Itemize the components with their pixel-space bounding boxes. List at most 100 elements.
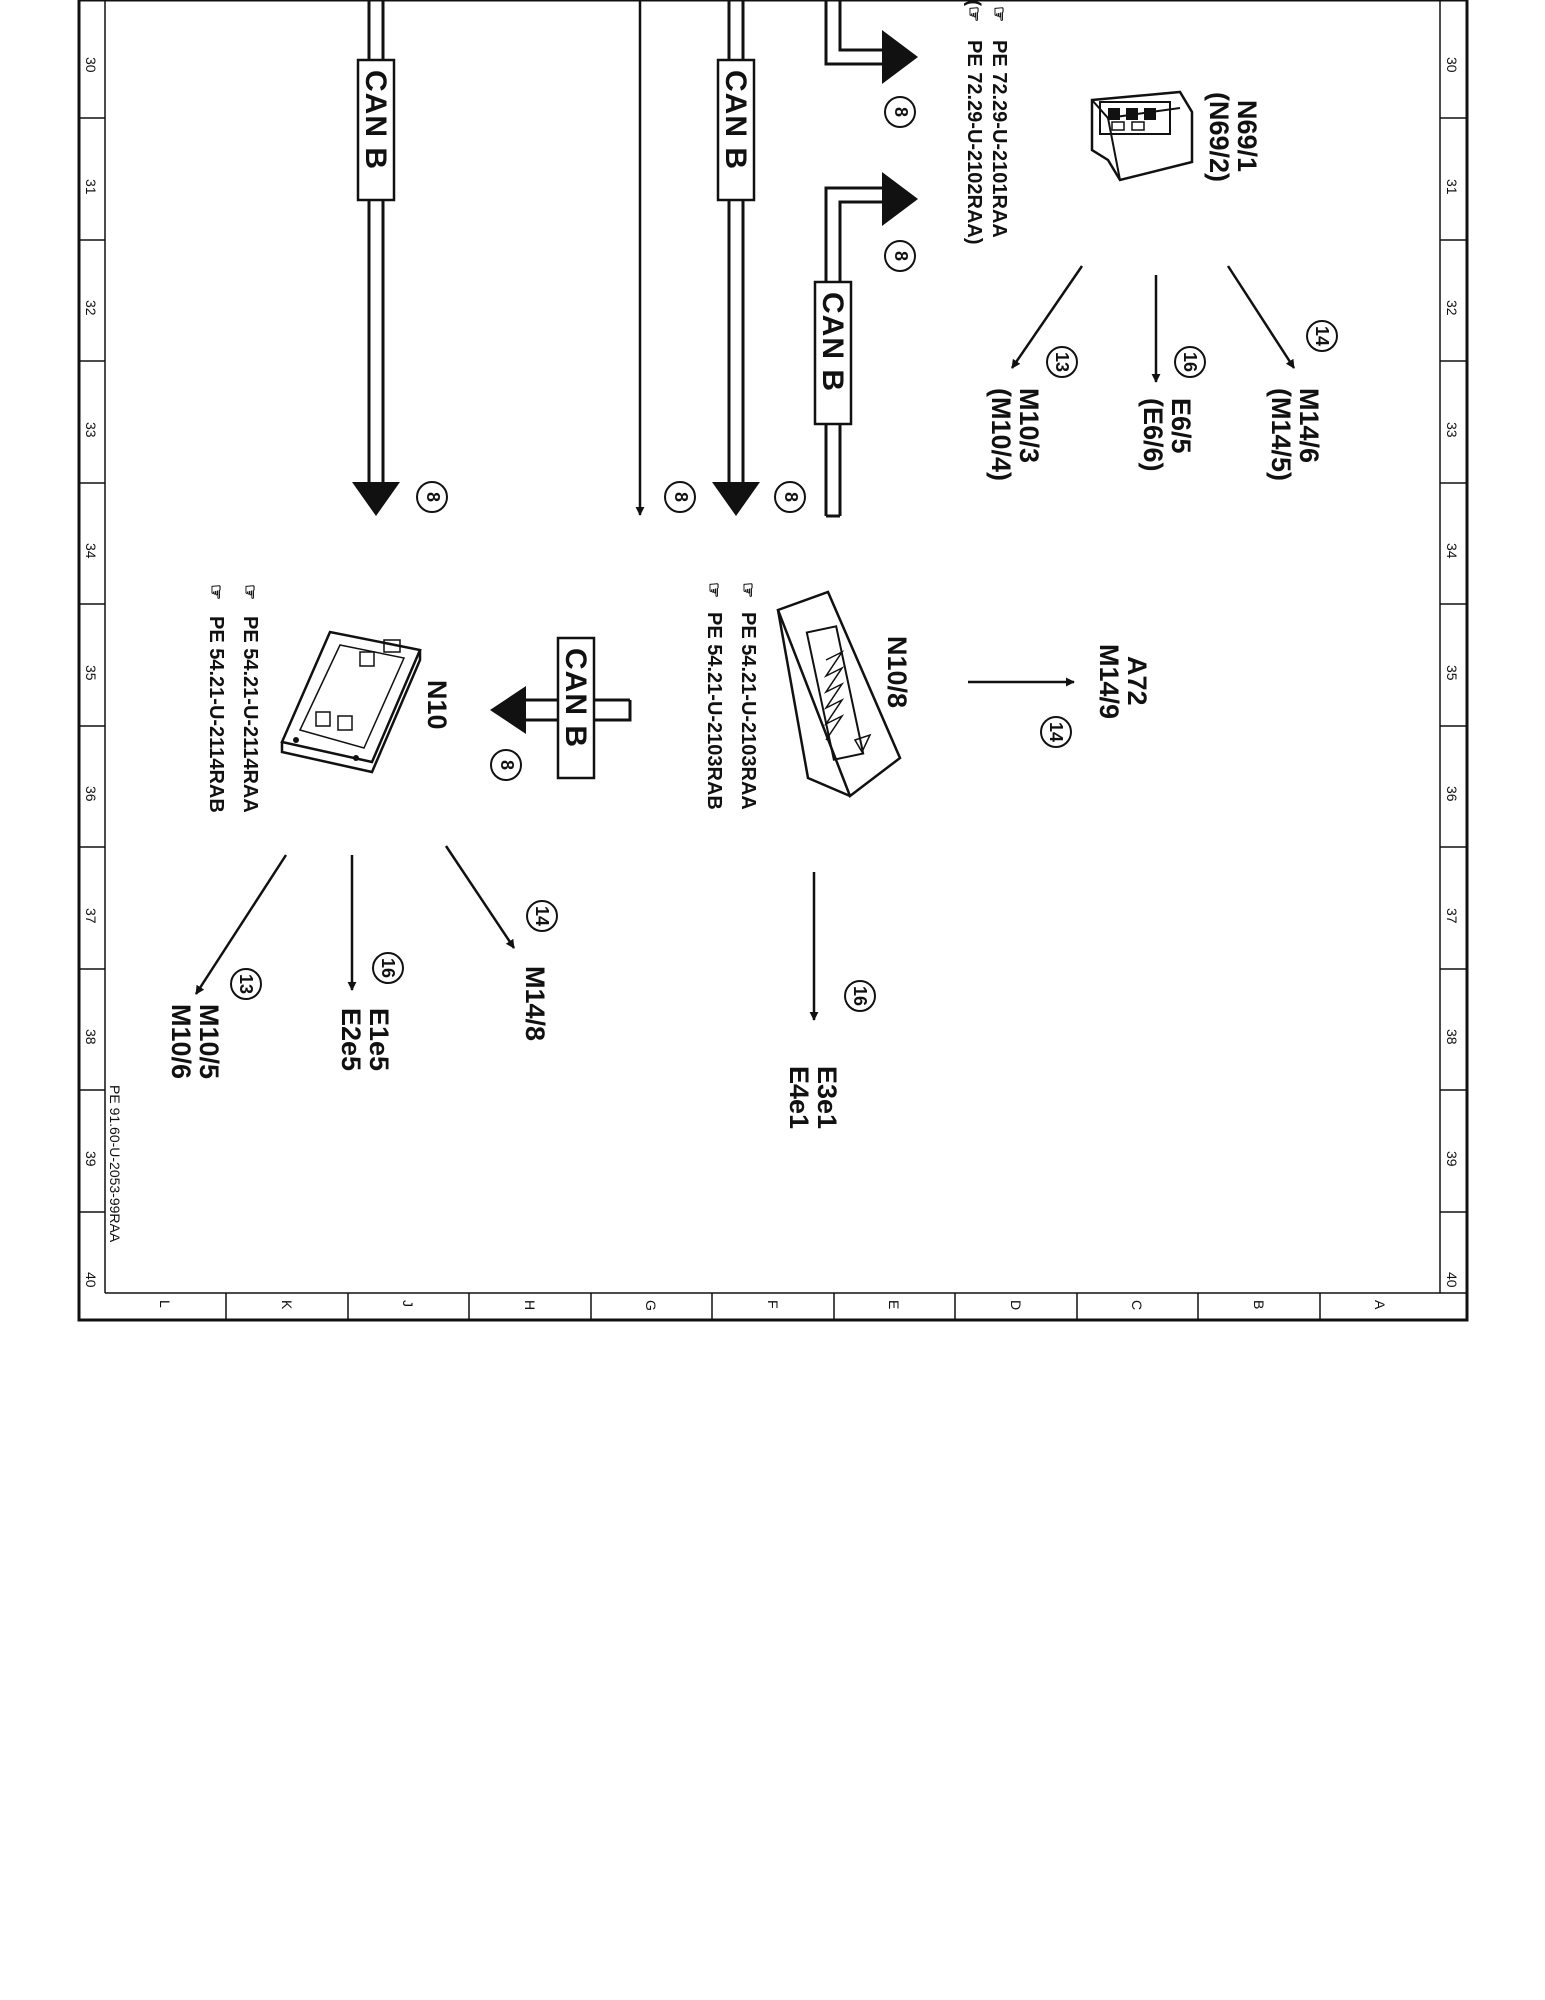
column-letters: L K J H G F E D C B A — [157, 1300, 1388, 1311]
row-number: 39 — [83, 1151, 99, 1167]
target-label: E2e5 — [336, 1008, 366, 1071]
hand-pointer-icon: ☞ — [704, 582, 724, 598]
target-label: E6/5 — [1166, 398, 1196, 454]
hand-pointer-icon: ☞ — [240, 584, 260, 600]
svg-text:8: 8 — [891, 251, 911, 261]
row-number: 32 — [83, 300, 99, 316]
column-letter: F — [765, 1300, 781, 1309]
svg-text:8: 8 — [781, 492, 801, 502]
reference-code: PE 72.29-U-2102RAA) — [963, 40, 985, 245]
left-row-dividers — [79, 117, 105, 1213]
drawing-code: PE 91.60-U-2053-99RAA — [107, 1085, 123, 1243]
row-number: 40 — [83, 1272, 99, 1288]
row-number: 40 — [1444, 1272, 1460, 1288]
circle-8-middle-bus: 8 — [774, 481, 806, 513]
svg-text:13: 13 — [236, 974, 256, 994]
row-numbers-left: 30 31 32 33 34 35 36 37 38 39 40 — [83, 57, 99, 1288]
target-label: M14/9 — [1094, 644, 1124, 719]
column-letter: A — [1372, 1300, 1388, 1310]
target-label: E4e1 — [784, 1066, 814, 1129]
row-number: 38 — [83, 1029, 99, 1045]
circle-14-n10: 14 — [526, 900, 558, 932]
row-number: 38 — [1444, 1029, 1460, 1045]
row-number: 39 — [1444, 1151, 1460, 1167]
target-label: M10/6 — [166, 1004, 196, 1079]
row-number: 34 — [83, 543, 99, 559]
svg-text:8: 8 — [671, 492, 691, 502]
hand-pointer-icon: ☞ — [989, 6, 1009, 22]
svg-text:14: 14 — [1312, 326, 1332, 346]
column-letter: B — [1251, 1300, 1267, 1309]
target-label: A72 — [1122, 656, 1152, 706]
row-number: 33 — [1444, 422, 1460, 438]
can-b-label: CAN B — [359, 70, 392, 170]
circle-13-n10: 13 — [230, 968, 262, 1000]
can-bus-middle: CAN B — [712, 0, 760, 516]
row-number: 35 — [83, 665, 99, 681]
row-number: 34 — [1444, 543, 1460, 559]
target-label: M10/5 — [194, 1004, 224, 1079]
reference-code: PE 72.29-U-2101RAA — [988, 40, 1010, 238]
svg-text:16: 16 — [378, 958, 398, 978]
hand-pointer-icon: ☞ — [206, 584, 226, 600]
svg-text:14: 14 — [532, 906, 552, 926]
row-number: 30 — [83, 57, 99, 73]
column-letter: L — [157, 1300, 173, 1308]
component-label: (N69/2) — [1204, 92, 1234, 182]
row-number: 37 — [1444, 908, 1460, 924]
circle-13-n69: 13 — [1046, 346, 1078, 378]
target-label: (M10/4) — [986, 388, 1016, 481]
circle-8-left-bus: 8 — [416, 481, 448, 513]
component-n10-8 — [776, 590, 902, 799]
column-dividers — [225, 1293, 1321, 1320]
hand-pointer-icon: ☞ — [738, 582, 758, 598]
row-numbers-right: 30 31 32 33 34 35 36 37 38 39 40 — [1444, 57, 1460, 1288]
circle-8-second: 8 — [884, 240, 916, 272]
row-number: 31 — [83, 179, 99, 195]
reference-code: PE 54.21-U-2103RAB — [703, 612, 725, 810]
row-number: 33 — [83, 422, 99, 438]
row-number: 37 — [83, 908, 99, 924]
target-label: (E6/6) — [1138, 398, 1168, 472]
n10-8-references: ☞ PE 54.21-U-2103RAA ☞ PE 54.21-U-2103RA… — [703, 582, 759, 810]
row-number: 32 — [1444, 300, 1460, 316]
can-b-label: CAN B — [559, 648, 592, 748]
drawing-frame — [77, 0, 1469, 1322]
column-letter: D — [1008, 1300, 1024, 1310]
reference-code: PE 54.21-U-2114RAA — [239, 616, 261, 813]
arrow-e3e1: 16 — [809, 872, 876, 1021]
target-label: M14/8 — [520, 966, 550, 1041]
can-top-branch — [824, 0, 918, 84]
can-b-label: CAN B — [816, 292, 849, 392]
row-number: 31 — [1444, 179, 1460, 195]
svg-text:8: 8 — [423, 492, 443, 502]
top-references: ☞ PE 72.29-U-2101RAA (☞ PE 72.29-U-2102R… — [963, 0, 1010, 245]
svg-text:8: 8 — [891, 107, 911, 117]
can-bus-left: CAN B — [352, 0, 400, 516]
circle-16-n69: 16 — [1174, 346, 1206, 378]
component-label: N10/8 — [882, 636, 912, 708]
circle-14-n69: 14 — [1306, 320, 1338, 352]
column-letter: J — [400, 1300, 416, 1307]
target-label: (M14/5) — [1266, 388, 1296, 481]
right-row-dividers — [1440, 117, 1467, 1213]
reference-code: PE 54.21-U-2103RAA — [737, 612, 759, 810]
svg-text:13: 13 — [1052, 352, 1072, 372]
target-label: M10/3 — [1014, 388, 1044, 463]
column-letter: E — [886, 1300, 902, 1309]
can-to-n10: CAN B 8 — [490, 636, 632, 781]
component-n10 — [280, 630, 422, 774]
reference-code: PE 54.21-U-2114RAB — [205, 616, 227, 813]
arrows-n10 — [194, 845, 516, 995]
circle-8-thin-wire: 8 — [664, 481, 696, 513]
column-letter: G — [643, 1300, 659, 1311]
column-letter: K — [279, 1300, 295, 1310]
component-n69-1 — [1090, 90, 1194, 182]
row-number: 35 — [1444, 665, 1460, 681]
hand-pointer-icon: (☞ — [964, 0, 984, 22]
svg-text:16: 16 — [850, 986, 870, 1006]
circle-16-n10: 16 — [372, 952, 404, 984]
target-label: E3e1 — [812, 1066, 842, 1129]
row-number: 36 — [83, 786, 99, 802]
n10-references: ☞ PE 54.21-U-2114RAA ☞ PE 54.21-U-2114RA… — [205, 584, 261, 813]
